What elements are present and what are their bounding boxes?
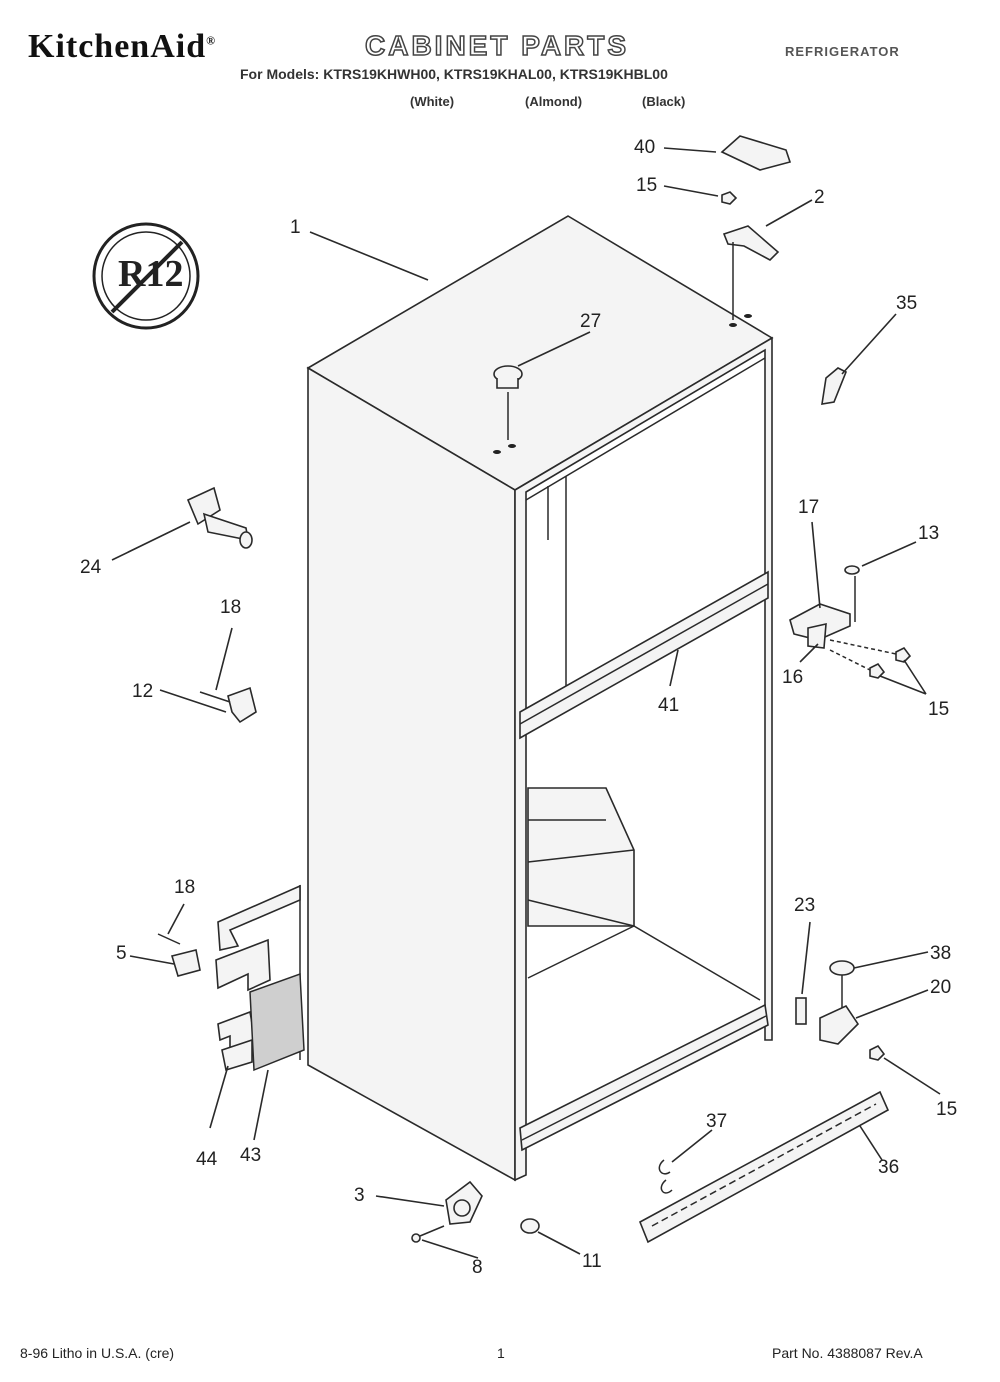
callout-43: 43 [240,1145,262,1166]
callout-44: 44 [196,1149,218,1170]
callout-38: 38 [930,943,952,964]
part-15-screw-top [721,191,738,205]
part-38-glide [829,960,855,1010]
part-8-pin [411,1225,445,1243]
brand-logo: KitchenAid® [28,28,217,65]
callout-1: 1 [290,217,301,238]
part-11-roller [520,1218,540,1234]
r12-badge-label: R12 [118,253,184,295]
r12-badge [92,222,200,330]
callout-11: 11 [582,1251,602,1272]
callout-15-top: 15 [636,175,658,196]
color-almond: (Almond) [525,94,583,109]
callout-5: 5 [116,943,127,964]
part-37-clip [658,1159,673,1194]
callout-16: 16 [782,667,804,688]
part-number: Part No. 4388087 Rev.A [772,1345,923,1361]
callout-18-upper: 18 [220,597,242,618]
callout-23: 23 [794,895,816,916]
part-23-spacer [795,997,807,1025]
part-5-and-back-bracket [157,884,301,992]
callout-17: 17 [798,497,820,518]
part-20-bottom-hinge [819,1004,860,1045]
callout-41: 41 [658,695,680,716]
part-44-bracket [217,1010,257,1072]
callout-24: 24 [80,557,102,578]
color-white: (White) [410,94,455,109]
part-15-screw-bottom [869,1044,886,1061]
part-40-hinge-cover [720,135,792,171]
part-17-center-hinge [789,565,860,649]
callout-27: 27 [580,311,602,332]
part-12-bracket [199,686,257,724]
part-27-stop [493,365,523,440]
callout-2: 2 [814,187,825,208]
color-black: (Black) [642,94,686,109]
callout-36: 36 [878,1157,900,1178]
part-36-toe-grille [638,1090,890,1244]
callout-15-center: 15 [928,699,950,720]
cabinet-body [299,215,774,1182]
callout-37: 37 [706,1111,728,1132]
callout-8: 8 [472,1257,483,1278]
part-2-top-hinge [722,225,780,320]
page-title: CABINET PARTS [364,29,630,62]
part-35-cap [821,367,848,405]
product-type: REFRIGERATOR [785,44,900,59]
part-43-insulation-pad [249,972,305,1072]
part-3-roller-bracket [445,1180,483,1225]
callout-35: 35 [896,293,918,314]
part-24-leveler [186,486,253,549]
callout-15-bottom: 15 [936,1099,958,1120]
print-info: 8-96 Litho in U.S.A. (cre) [20,1345,175,1361]
callout-20: 20 [930,977,952,998]
callout-3: 3 [354,1185,365,1206]
callout-18-lower: 18 [174,877,196,898]
page-number: 1 [497,1345,505,1361]
part-15-screws-center [829,639,912,679]
callout-12: 12 [132,681,154,702]
callout-13: 13 [918,523,940,544]
models-line: For Models: KTRS19KHWH00, KTRS19KHAL00, … [240,66,668,82]
callout-40: 40 [634,137,656,158]
leader-lines [111,147,941,1259]
